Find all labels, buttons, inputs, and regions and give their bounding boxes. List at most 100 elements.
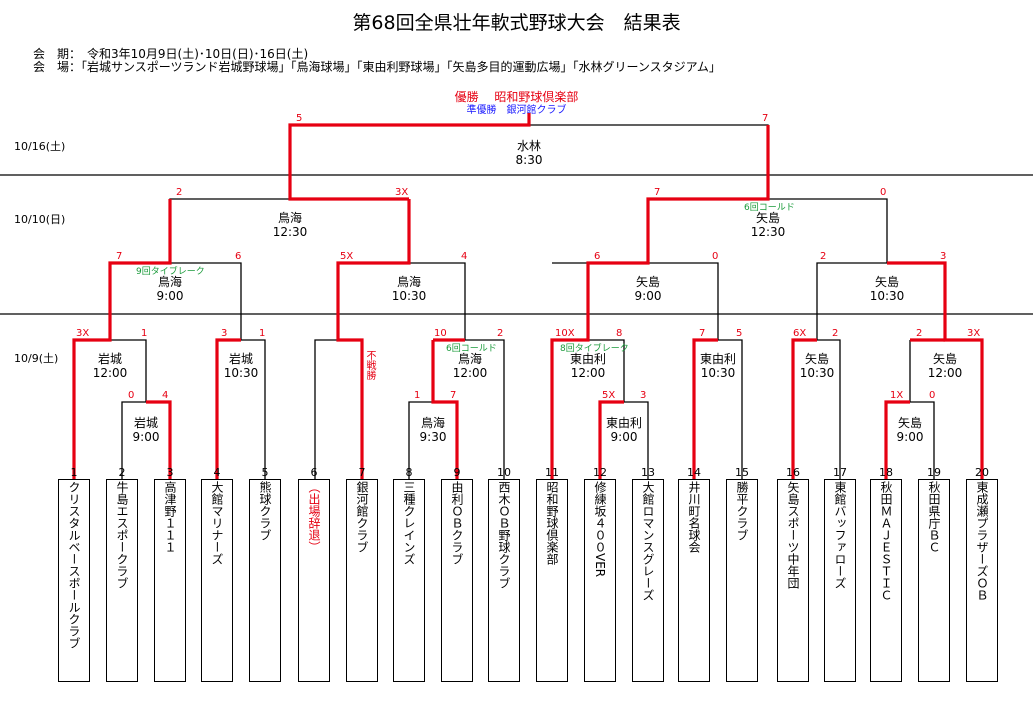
score: 7	[450, 390, 457, 401]
score: 4	[461, 251, 468, 262]
team-name: 熊球クラブ	[258, 481, 272, 541]
team-name: 井川町名球会	[687, 481, 701, 553]
score: 7	[699, 328, 706, 339]
score: 4	[162, 390, 169, 401]
team-name: 西木ＯＢ野球クラブ	[497, 481, 511, 589]
team-number: 12	[593, 466, 607, 479]
page-title: 第68回全県壮年軟式野球大会 結果表	[352, 12, 681, 34]
team-number: 18	[879, 466, 893, 479]
team-name: 大館ロマンスグレーズ	[641, 481, 655, 601]
score: 6	[594, 251, 601, 262]
date-final: 10/16(土)	[14, 140, 66, 153]
team-box	[249, 479, 281, 682]
score: 5	[296, 113, 303, 124]
team-number: 1	[70, 466, 78, 479]
team-box	[824, 479, 856, 682]
team-number: 13	[641, 466, 655, 479]
score: 0	[929, 390, 936, 401]
winner-label: 優勝 昭和野球倶楽部	[454, 90, 579, 104]
team-box	[584, 479, 616, 682]
team-box	[106, 479, 138, 682]
team-box	[154, 479, 186, 682]
score: 0	[128, 390, 135, 401]
team-number: 9	[453, 466, 461, 479]
score: 2	[176, 187, 183, 198]
score: 6X	[793, 328, 807, 339]
team-number: 16	[786, 466, 800, 479]
team-box	[393, 479, 425, 682]
period-line: 会 期： 令和3年10月9日(土)･10日(日)･16日(土)	[33, 47, 309, 61]
score: 2	[916, 328, 923, 339]
team-box	[678, 479, 710, 682]
score: 6	[235, 251, 242, 262]
team-box	[726, 479, 758, 682]
team-number: 17	[833, 466, 847, 479]
team-name: 銀河館クラブ	[355, 481, 369, 553]
date-day1: 10/9(土)	[14, 352, 59, 365]
score: 7	[116, 251, 123, 262]
score: 3	[940, 251, 947, 262]
team-box	[346, 479, 378, 682]
team-number: 10	[497, 466, 511, 479]
team-number: 19	[927, 466, 941, 479]
team-name: クリスタルベースボールクラブ	[67, 481, 81, 649]
score: 3X	[967, 328, 981, 339]
score: 7	[654, 187, 661, 198]
team-box	[918, 479, 950, 682]
team-box	[298, 479, 330, 682]
score: 3	[640, 390, 647, 401]
date-day2: 10/10(日)	[14, 213, 66, 226]
score: 3X	[76, 328, 90, 339]
team-box	[966, 479, 998, 682]
score: 3X	[395, 187, 409, 198]
score: 5X	[340, 251, 354, 262]
score: 2	[832, 328, 839, 339]
score: 0	[880, 187, 887, 198]
team-box	[777, 479, 809, 682]
team-number: 20	[975, 466, 989, 479]
score: 1	[259, 328, 266, 339]
team-name: 大館マリナーズ	[210, 481, 224, 565]
team-box	[536, 479, 568, 682]
note-sf-right: 6回コールド	[744, 203, 795, 213]
team-name: 三種クレインズ	[402, 481, 416, 565]
team-number: 8	[405, 466, 413, 479]
score: 3	[221, 328, 228, 339]
venue-line: 会 場：「岩城サンスポーツランド岩城野球場」「鳥海球場」「東由利野球場」「矢島多…	[33, 60, 721, 74]
team-number: 7	[358, 466, 366, 479]
team-box	[632, 479, 664, 682]
note-qf1: 9回タイブレーク	[136, 267, 205, 277]
team-box	[870, 479, 902, 682]
score: 5	[736, 328, 743, 339]
runner-up-label: 準優勝 銀河館クラブ	[466, 105, 567, 116]
team-name: 修練坂４００VER	[593, 481, 607, 578]
score: 8	[616, 328, 623, 339]
score: 10	[434, 328, 447, 339]
team-number: 11	[545, 466, 559, 479]
team-name: 秋田県庁ＢＣ	[927, 481, 941, 553]
team-box	[441, 479, 473, 682]
score: 1X	[890, 390, 904, 401]
team-name: 昭和野球倶楽部	[545, 481, 559, 565]
team-number: 14	[687, 466, 701, 479]
score: 0	[712, 251, 719, 262]
team-name: 牛島エスポークラブ	[115, 481, 129, 589]
team-name: 勝平クラブ	[735, 481, 749, 541]
score: 2	[820, 251, 827, 262]
team-name: （出場辞退）	[307, 481, 321, 553]
